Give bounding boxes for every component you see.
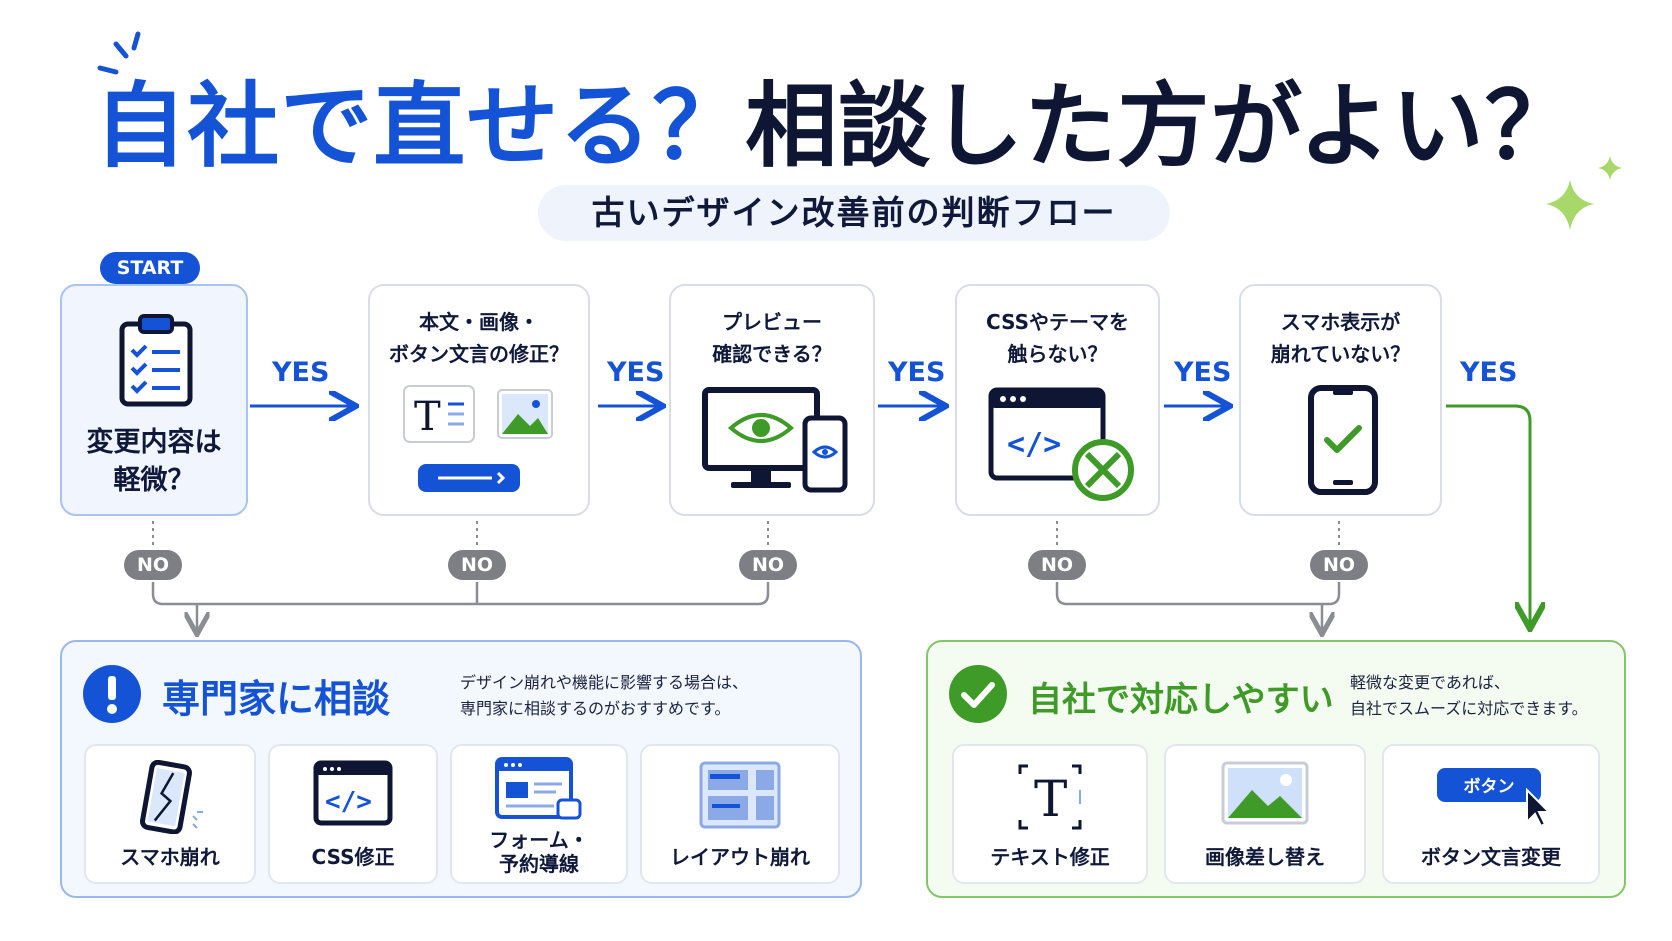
form-window-icon [495, 757, 582, 820]
title-part1: 自社で直せる？ [94, 73, 746, 180]
card-image-replace: 画像差し替え [1164, 744, 1366, 884]
card-form-booking: フォーム・ 予約導線 [450, 744, 628, 884]
no-badge-5: NO [1310, 550, 1368, 580]
card-label: スマホ崩れ [120, 845, 220, 869]
consult-expert-panel: 専門家に相談 デザイン崩れや機能に影響する場合は、 専門家に相談するのがおすすめ… [60, 640, 862, 898]
step-3-question: プレビュー 確認できる？ [712, 310, 832, 366]
yes-label-4: YES [1174, 357, 1232, 388]
step-css-theme: CSSやテーマを 触らない？ </> [955, 284, 1160, 516]
title-part2: 相談した方がよい？ [745, 73, 1578, 180]
step-minor-change: 変更内容は 軽微？ [60, 284, 248, 516]
no-badge-3: NO [739, 550, 797, 580]
card-mobile-broken: スマホ崩れ [84, 744, 256, 884]
self-panel-title: 自社で対応しやすい [1028, 680, 1334, 720]
start-badge: START [100, 252, 200, 284]
step-mobile: スマホ表示が 崩れていない？ [1239, 284, 1442, 516]
step-4-question: CSSやテーマを 触らない？ [986, 310, 1129, 366]
step-content-edit: 本文・画像・ ボタン文言の修正？ T [368, 284, 590, 516]
text-tool-icon: T [1018, 764, 1082, 830]
step-2-question: 本文・画像・ ボタン文言の修正？ [389, 310, 569, 366]
card-label: レイアウト崩れ [670, 845, 810, 869]
broken-phone-icon [139, 760, 203, 834]
image-icon [1221, 761, 1309, 825]
button-cursor-icon: ボタン [1437, 768, 1551, 826]
svg-text:</>: </> [1007, 427, 1061, 462]
card-css-fix: </> CSS修正 [268, 744, 438, 884]
self-handle-panel: 自社で対応しやすい 軽微な変更であれば、 自社でスムーズに対応できます。 T テ… [926, 640, 1626, 898]
subtitle-pill: 古いデザイン改善前の判断フロー [538, 185, 1170, 241]
button-sample-text: ボタン [1464, 777, 1515, 797]
card-label: ボタン文言変更 [1421, 845, 1561, 869]
card-text-edit: T テキスト修正 [952, 744, 1148, 884]
code-blocked-icon: </> [988, 387, 1134, 501]
self-panel-desc: 軽微な変更であれば、 自社でスムーズに対応できます。 [1350, 673, 1588, 718]
yes-label-5: YES [1460, 357, 1518, 388]
step-preview: プレビュー 確認できる？ [669, 284, 875, 516]
text-image-button-icon: T [403, 385, 553, 492]
svg-text:</>: </> [325, 787, 372, 817]
page-title: 自社で直せる？相談した方がよい？ [0, 52, 1672, 185]
phone-check-icon [1308, 385, 1378, 495]
consult-panel-desc: デザイン崩れや機能に影響する場合は、 専門家に相談するのがおすすめです。 [460, 673, 749, 718]
card-button-text: ボタン ボタン文言変更 [1382, 744, 1600, 884]
card-label: フォーム・ 予約導線 [489, 828, 589, 876]
step-1-label: 変更内容は 軽微？ [86, 427, 222, 496]
no-badge-2: NO [448, 550, 506, 580]
yes-label-1: YES [272, 357, 330, 388]
yes-label-3: YES [888, 357, 946, 388]
card-label: CSS修正 [311, 845, 395, 869]
layout-grid-icon [699, 761, 781, 829]
step-5-question: スマホ表示が 崩れていない？ [1270, 310, 1411, 366]
code-window-icon: </> [313, 760, 393, 826]
consult-panel-title: 専門家に相談 [162, 677, 391, 721]
svg-text:T: T [414, 394, 441, 440]
card-label: テキスト修正 [990, 845, 1110, 869]
yes-label-2: YES [607, 357, 665, 388]
no-badge-4: NO [1028, 550, 1086, 580]
check-circle-icon [949, 665, 1007, 723]
preview-eye-icon [702, 387, 848, 493]
card-layout-broken: レイアウト崩れ [640, 744, 840, 884]
sparkle-icon [1546, 156, 1622, 230]
no-badge-1: NO [124, 550, 182, 580]
clipboard-icon [119, 314, 193, 407]
svg-text:T: T [1034, 770, 1067, 828]
exclamation-icon [83, 665, 141, 723]
spark-lines-icon [97, 31, 141, 75]
card-label: 画像差し替え [1205, 845, 1325, 869]
